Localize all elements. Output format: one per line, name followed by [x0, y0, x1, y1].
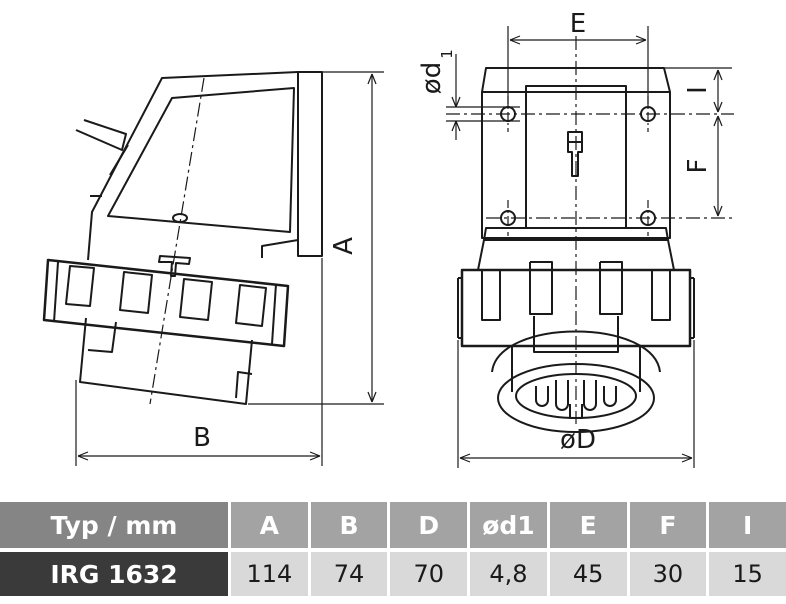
cell-d: 70: [387, 548, 468, 596]
label-e: E: [570, 9, 586, 39]
header-i: I: [706, 502, 786, 548]
cell-e: 45: [546, 548, 627, 596]
technical-drawing: A B E ød 1 I F øD: [42, 9, 734, 468]
header-d1: ød1: [467, 502, 547, 548]
label-d1: ød 1: [417, 49, 456, 94]
label-a: A: [329, 237, 359, 255]
dimension-d1: [446, 54, 520, 140]
label-d1-sub: 1: [438, 49, 456, 59]
cell-type: IRG 1632: [0, 548, 228, 596]
dimension-b: [75, 258, 323, 466]
dimension-d: [457, 340, 695, 468]
dimension-a: [248, 71, 384, 405]
label-d: øD: [560, 425, 596, 455]
side-view: [42, 71, 323, 405]
cell-i: 15: [706, 548, 786, 596]
table-row: IRG 1632 114 74 70 4,8 45 30 15: [0, 548, 786, 596]
dimension-e: [507, 26, 649, 106]
cell-a: 114: [228, 548, 308, 596]
label-f: F: [683, 159, 713, 174]
label-d1-text: ød: [417, 62, 447, 94]
header-a: A: [228, 502, 308, 548]
header-type: Typ / mm: [0, 502, 228, 548]
dimension-i: [664, 67, 732, 113]
label-b: B: [193, 423, 211, 453]
table-header-row: Typ / mm A B D ød1 E F I: [0, 502, 786, 548]
dimension-table: Typ / mm A B D ød1 E F I IRG 1632 114 74…: [0, 502, 786, 596]
cell-b: 74: [307, 548, 388, 596]
cell-f: 30: [626, 548, 707, 596]
label-i: I: [683, 86, 713, 94]
dimension-f: [713, 115, 723, 217]
header-e: E: [546, 502, 627, 548]
cell-d1: 4,8: [467, 548, 547, 596]
header-d: D: [387, 502, 468, 548]
front-view: [446, 36, 734, 433]
header-b: B: [307, 502, 388, 548]
header-f: F: [626, 502, 707, 548]
